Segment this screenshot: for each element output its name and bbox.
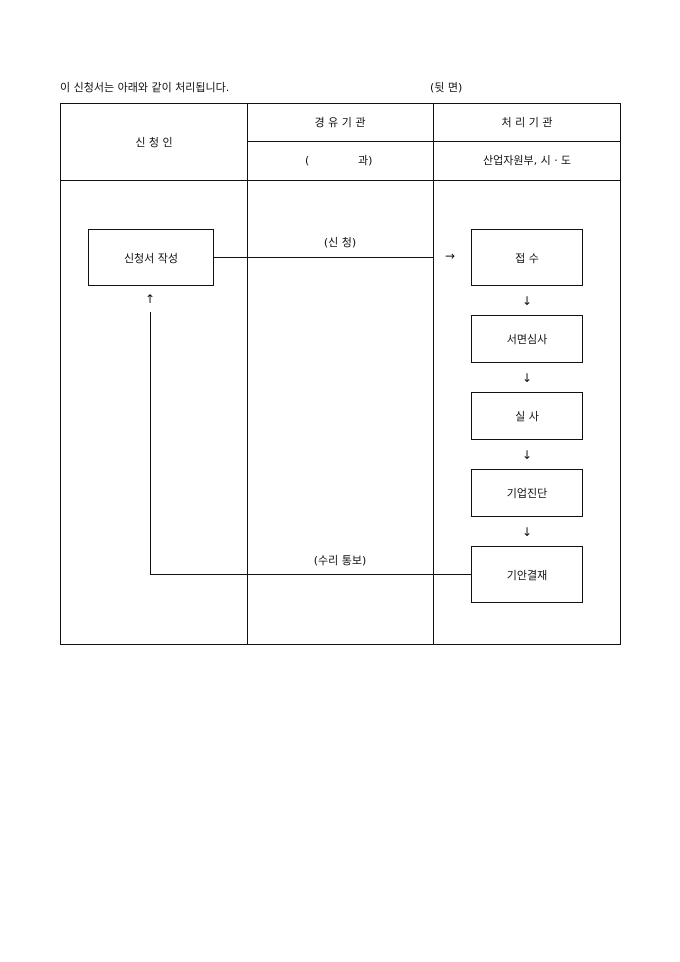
arrow-down-icon: ↓ (521, 448, 533, 462)
arrow-down-icon: ↓ (521, 525, 533, 539)
column-divider-1 (247, 103, 248, 644)
table-top-border (60, 103, 621, 104)
step-receipt-box: 접 수 (471, 229, 583, 286)
column-divider-2 (433, 103, 434, 644)
header-divider (247, 141, 621, 142)
arrow-down-icon: ↓ (521, 294, 533, 308)
table-bottom-border (60, 644, 621, 645)
step-document-review-box: 서면심사 (471, 315, 583, 363)
step-diagnosis-box: 기업진단 (471, 469, 583, 517)
arrow-down-icon: ↓ (521, 371, 533, 385)
table-left-border (60, 103, 61, 644)
header-note: 이 신청서는 아래와 같이 처리됩니다. (60, 81, 230, 94)
apply-form-box: 신청서 작성 (88, 229, 214, 286)
via-dept-close: 과) (358, 154, 373, 167)
processing-agency-names: 산업자원부, 시ㆍ도 (483, 154, 571, 167)
notify-connector-line (150, 574, 471, 575)
header-via-agency: 경 유 기 관 (314, 116, 366, 129)
notify-return-line (150, 312, 151, 574)
arrow-up-icon: ↑ (144, 292, 156, 306)
arrow-right-icon: → (445, 249, 456, 263)
table-right-border (620, 103, 621, 644)
page-side-label: (뒷 면) (430, 81, 463, 94)
apply-connector-line (214, 257, 433, 258)
notify-label: (수리 통보) (313, 554, 367, 567)
step-approval-box: 기안결재 (471, 546, 583, 603)
step-inspection-box: 실 사 (471, 392, 583, 440)
header-applicant: 신 청 인 (135, 136, 173, 149)
header-bottom-border (60, 180, 621, 181)
apply-label: (신 청) (323, 236, 357, 249)
via-dept-open: ( (305, 154, 310, 167)
header-processing-agency: 처 리 기 관 (501, 116, 553, 129)
